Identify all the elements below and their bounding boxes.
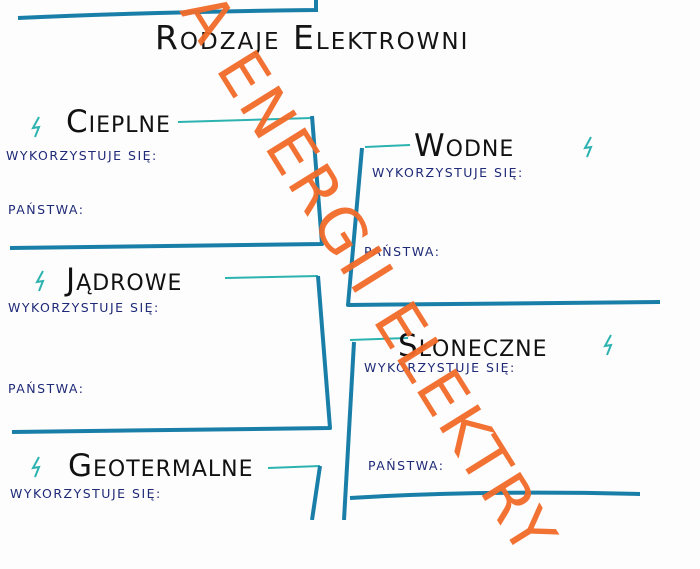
uses-label: Wykorzystuje się: [10, 486, 162, 501]
lightning-icon [583, 136, 593, 158]
lightning-icon [31, 116, 41, 138]
lightning-icon [35, 270, 45, 292]
uses-label: Wykorzystuje się: [6, 148, 158, 163]
lightning-icon [603, 334, 613, 356]
card-title-cieplne: Cieplne [66, 104, 171, 140]
lightning-icon [31, 456, 41, 478]
worksheet: Rodzaje Elektrowni Cieplne Wykorzystuje … [6, 0, 661, 569]
card-title-wodne: Wodne [414, 128, 515, 164]
card-title-sloneczne: Słoneczne [398, 328, 548, 364]
worksheet-title: Rodzaje Elektrowni [155, 18, 470, 57]
uses-label: Wykorzystuje się: [372, 165, 524, 180]
countries-label: Państwa: [8, 202, 85, 217]
countries-label: Państwa: [368, 458, 445, 473]
uses-label: Wykorzystuje się: [8, 300, 160, 315]
box-frames [9, 0, 661, 520]
countries-label: Państwa: [8, 381, 85, 396]
uses-label: Wykorzystuje się: [364, 360, 516, 375]
card-title-jadrowe: Jądrowe [66, 262, 183, 298]
card-title-geotermalne: Geotermalne [68, 448, 254, 484]
countries-label: Państwa: [364, 244, 441, 259]
